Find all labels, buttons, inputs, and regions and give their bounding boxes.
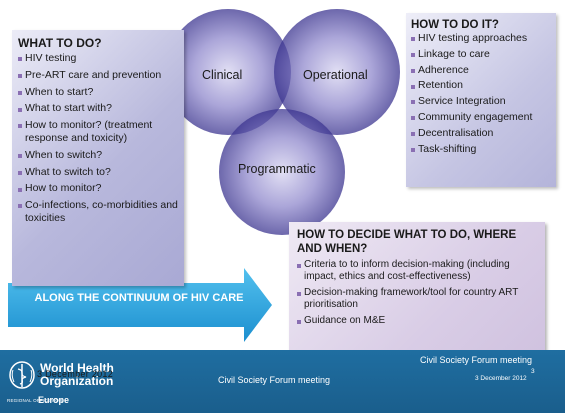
clinical-label: Clinical [202, 68, 243, 82]
list-item: What to switch to? [18, 166, 178, 179]
how-to-do-it-list: HIV testing approaches Linkage to care A… [411, 32, 551, 155]
list-item: Co-infections, co-morbidities and toxici… [18, 199, 178, 225]
regional-office-label: REGIONAL OFFICE FOR [7, 398, 63, 403]
footer-right-date: 3 December 2012 [475, 375, 527, 382]
what-to-do-panel: WHAT TO DO? HIV testing Pre-ART care and… [12, 30, 184, 286]
clinical-circle [165, 9, 291, 135]
who-emblem-icon [9, 361, 35, 389]
how-to-decide-panel: HOW TO DECIDE WHAT TO DO, WHERE AND WHEN… [289, 222, 545, 366]
list-item: When to switch? [18, 149, 178, 162]
list-item: How to monitor? (treatment response and … [18, 119, 178, 145]
footer-bar: World Health Organization 3 December 201… [0, 350, 565, 413]
page-number: 3 [531, 368, 535, 375]
how-to-do-it-title: HOW TO DO IT? [411, 19, 499, 31]
footer-center-text: Civil Society Forum meeting [218, 375, 331, 385]
operational-label: Operational [303, 68, 368, 82]
list-item: Adherence [411, 64, 551, 77]
list-item: Task-shifting [411, 143, 551, 156]
list-item: Retention [411, 79, 551, 92]
footer-right-title: Civil Society Forum meeting [420, 355, 533, 365]
list-item: What to start with? [18, 102, 178, 115]
what-to-do-title: WHAT TO DO? [18, 36, 102, 50]
programmatic-circle [219, 109, 345, 235]
what-to-do-list: HIV testing Pre-ART care and prevention … [18, 52, 178, 225]
how-to-decide-title: HOW TO DECIDE WHAT TO DO, WHERE AND WHEN… [297, 229, 517, 255]
list-item: HIV testing approaches [411, 32, 551, 45]
list-item: HIV testing [18, 52, 178, 65]
org-name: World Health Organization [40, 361, 114, 388]
region-label: Europe [38, 395, 70, 405]
list-item: Decentralisation [411, 127, 551, 140]
list-item: Criteria to to inform decision-making (i… [297, 259, 537, 284]
list-item: Community engagement [411, 111, 551, 124]
operational-circle [274, 9, 400, 135]
list-item: Guidance on M&E [297, 315, 537, 327]
continuum-arrow [8, 268, 272, 342]
list-item: How to monitor? [18, 182, 178, 195]
list-item: Decision-making framework/tool for count… [297, 287, 537, 312]
continuum-label: ALONG THE CONTINUUM OF HIV CARE [34, 292, 244, 304]
list-item: When to start? [18, 86, 178, 99]
programmatic-label: Programmatic [238, 162, 316, 176]
list-item: Pre-ART care and prevention [18, 69, 178, 82]
how-to-decide-list: Criteria to to inform decision-making (i… [297, 259, 537, 327]
list-item: Linkage to care [411, 48, 551, 61]
how-to-do-it-panel: HOW TO DO IT? HIV testing approaches Lin… [406, 13, 556, 187]
list-item: Service Integration [411, 95, 551, 108]
date-overlay: 3 December 2012 [37, 369, 114, 379]
